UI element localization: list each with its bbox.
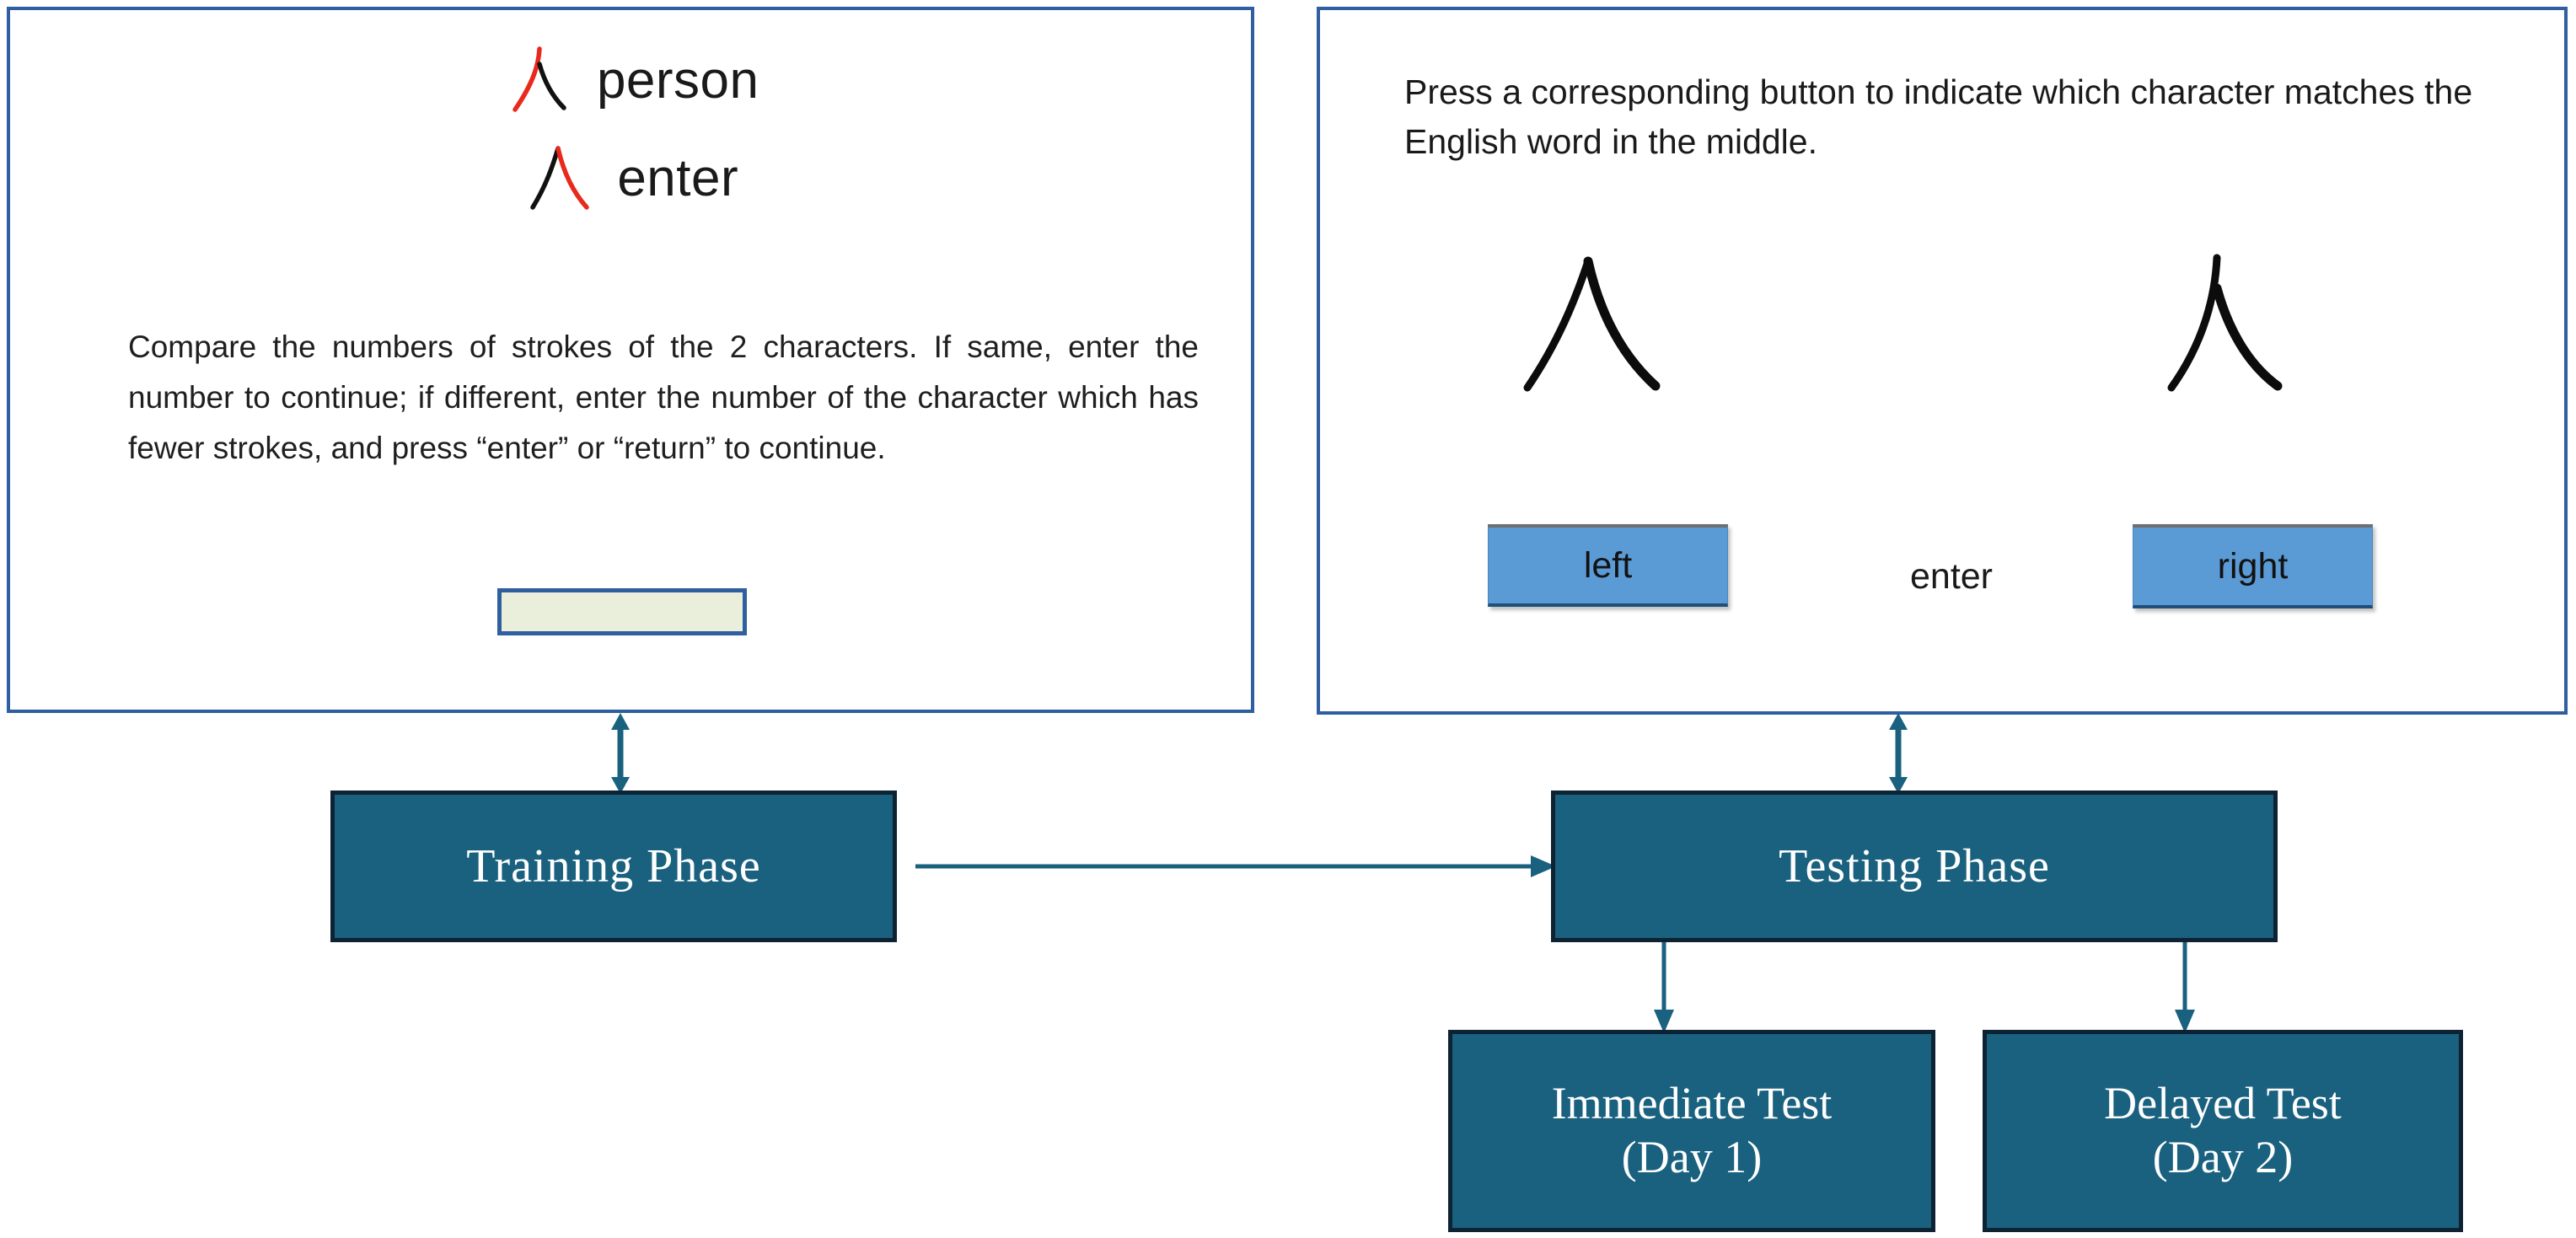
left-choice-button[interactable]: left	[1488, 524, 1728, 607]
character-gloss-list: person enter	[10, 42, 1251, 238]
gloss-enter: enter	[617, 149, 739, 207]
testing-to-immediate-arrow-icon	[1654, 942, 1674, 1033]
hanzi-person-icon	[513, 46, 567, 112]
training-phase-box[interactable]: Training Phase	[330, 790, 897, 942]
character-pair-person: person	[10, 42, 1251, 120]
testing-phase-screen-panel: Press a corresponding button to indicate…	[1317, 7, 2568, 715]
choice-character-left-enter-icon[interactable]	[1511, 246, 1679, 415]
testing-phase-label: Testing Phase	[1779, 839, 2050, 892]
delayed-test-box[interactable]: Delayed Test (Day 2)	[1983, 1030, 2463, 1232]
character-pair-enter: enter	[10, 140, 1251, 217]
middle-english-word: enter	[1909, 556, 1993, 597]
testing-phase-box[interactable]: Testing Phase	[1551, 790, 2278, 942]
delayed-test-label-line2: (Day 2)	[2152, 1132, 2294, 1182]
training-phase-label: Training Phase	[466, 839, 761, 892]
immediate-test-label-line1: Immediate Test	[1551, 1078, 1833, 1129]
testing-to-delayed-arrow-icon	[2175, 942, 2195, 1033]
training-instruction-text: Compare the numbers of strokes of the 2 …	[128, 330, 1199, 465]
delayed-test-label-line1: Delayed Test	[2104, 1078, 2342, 1129]
immediate-test-label-line2: (Day 1)	[1621, 1132, 1763, 1182]
hanzi-enter-icon	[530, 146, 589, 210]
answer-input-field[interactable]	[497, 588, 747, 635]
testing-link-double-arrow-icon	[1889, 713, 1908, 794]
immediate-test-box[interactable]: Immediate Test (Day 1)	[1448, 1030, 1935, 1232]
right-choice-button[interactable]: right	[2133, 524, 2373, 608]
training-link-double-arrow-icon	[611, 713, 630, 794]
gloss-person: person	[596, 51, 759, 110]
training-to-testing-arrow-icon	[915, 855, 1556, 877]
testing-instruction-text: Press a corresponding button to indicate…	[1404, 72, 2473, 162]
training-phase-screen-panel: person enter Compare the numbers of stro…	[7, 7, 1254, 713]
choice-character-right-person-icon[interactable]	[2133, 246, 2301, 415]
